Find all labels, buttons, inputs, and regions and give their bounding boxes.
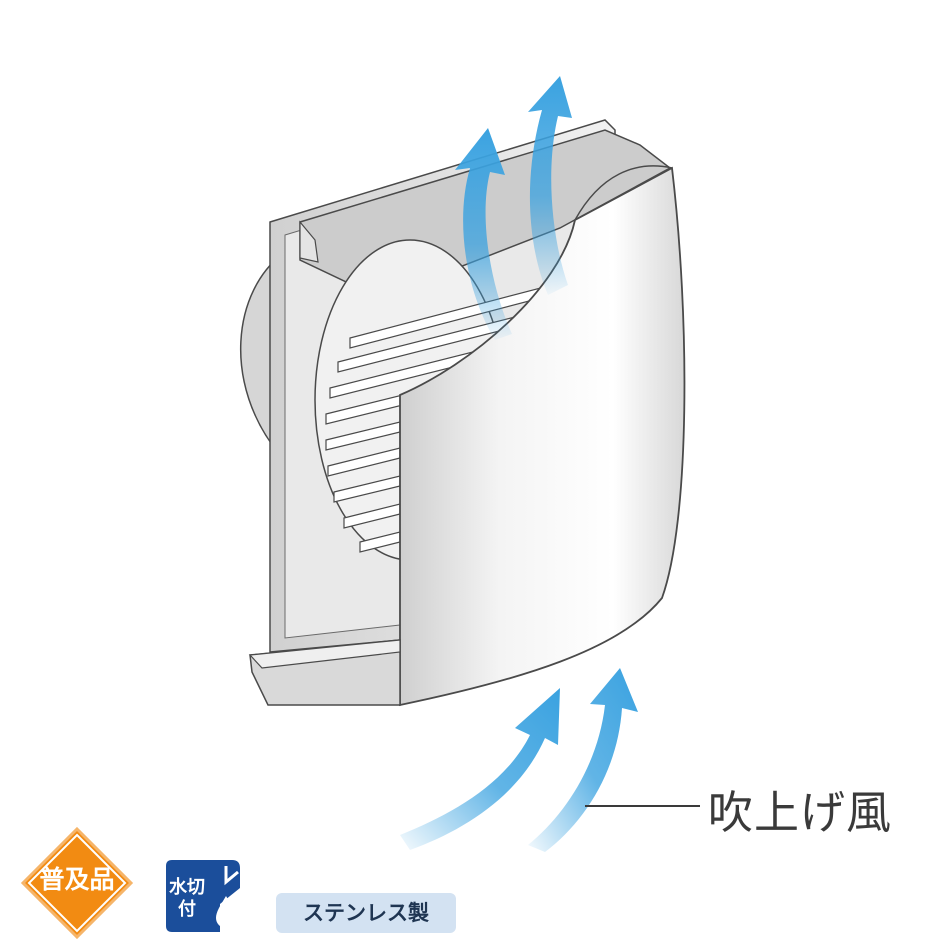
standard-badge-label: 普及品 [39,865,115,894]
hood-top-lip [299,220,319,263]
hood-cover-rim [574,165,673,221]
material-tag: ステンレス製 [276,893,456,933]
hood-cover [399,166,686,707]
water-cutoff-label-1: 水切 [169,877,205,898]
callout-label: 吹上げ風 [708,786,893,839]
exhaust-arrows [455,76,572,340]
updraft-arrows [400,668,638,852]
drip-ledge-top [248,639,401,669]
water-cutoff-label-2: 付 [178,899,196,920]
standard-badge [20,826,134,940]
water-drop-icon [216,896,236,928]
water-cutoff-badge [166,860,240,932]
